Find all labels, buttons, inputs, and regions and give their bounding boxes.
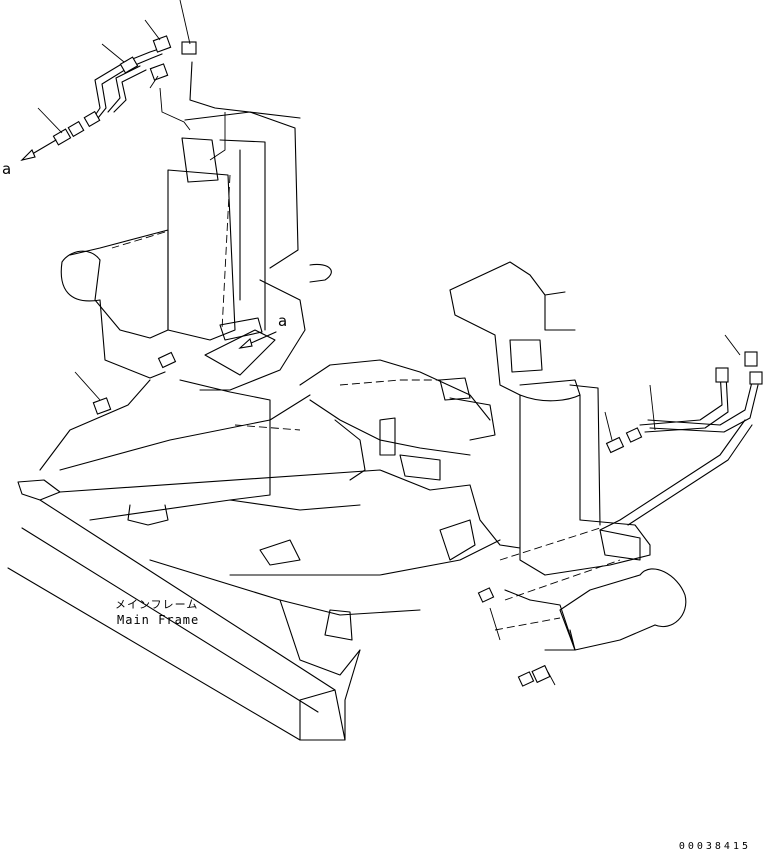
- main-frame-label-jp: メインフレーム: [115, 598, 199, 611]
- drawing-number: 00038415: [678, 841, 751, 852]
- direction-arrows: [20, 139, 277, 349]
- right-tubes: [599, 371, 759, 531]
- left-cylinder: [39, 111, 332, 501]
- left-tubes: [91, 47, 301, 161]
- main-frame: [7, 394, 501, 741]
- center-section: [299, 359, 521, 561]
- reference-mark-left: a: [2, 160, 12, 178]
- hidden-lines: [111, 174, 621, 631]
- fittings: [52, 35, 763, 687]
- right-cylinder: [449, 261, 687, 651]
- main-frame-label-en: Main Frame: [117, 613, 200, 627]
- reference-mark-mid: a: [278, 312, 288, 330]
- leader-lines: [37, 0, 741, 686]
